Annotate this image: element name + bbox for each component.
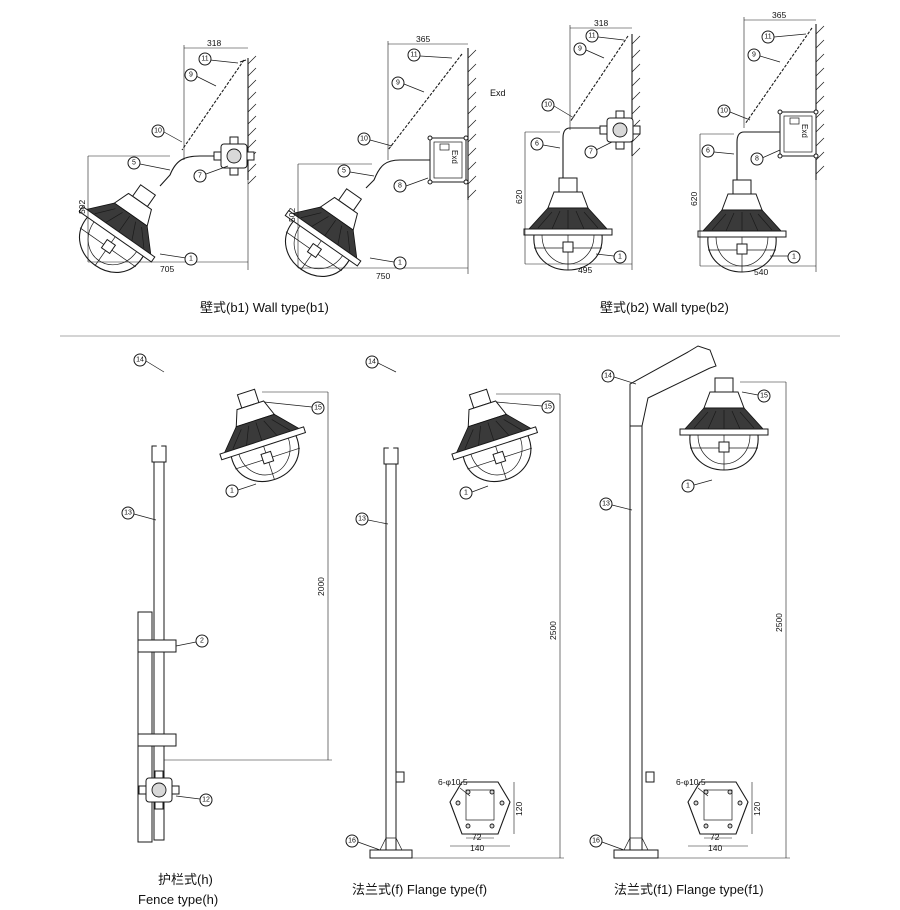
dim-b2b-top: 365 [772,10,786,20]
callout-8: 8 [755,156,759,163]
callout-13: 13 [358,516,366,523]
lamp-icon [203,377,317,494]
flange-plate-icon [449,781,511,835]
callout-9: 9 [396,80,400,87]
callout-14: 14 [136,357,144,364]
dim-b1b-top: 365 [416,34,430,44]
dim-b2-width: 495 [578,265,592,275]
wall-type-b2-left: 318 620 495 11 9 10 6 7 1 [514,18,641,275]
dim-f1-flange-w1: 72 [710,832,720,842]
callout-6: 6 [706,148,710,155]
caption-f: 法兰式(f) Flange type(f) [352,882,487,897]
lamp-icon [523,177,613,271]
caption-f1: 法兰式(f1) Flange type(f1) [614,882,764,897]
callout-11: 11 [588,33,595,40]
callout-9: 9 [752,52,756,59]
fence-type-h: 2000 14 15 1 13 2 12 [121,350,332,843]
callout-12: 12 [202,797,210,804]
callout-7: 7 [589,149,593,156]
callout-6: 6 [535,141,539,148]
dim-f-height: 2500 [548,621,558,640]
dim-f1-holes: 6-φ10.5 [676,777,706,787]
callout-14: 14 [368,359,376,366]
dim-f-holes: 6-φ10.5 [438,777,468,787]
dim-b1b-width: 750 [376,271,390,281]
dim-f1-height: 2500 [774,613,784,632]
lamp-icon [264,168,391,296]
callout-13: 13 [602,501,610,508]
dim-h-height: 2000 [316,577,326,596]
callout-15: 15 [760,393,768,400]
junction-box-icon [599,110,641,150]
callout-11: 11 [410,52,417,59]
dim-f1-flange-h: 120 [752,802,762,816]
lamp-icon [679,377,769,471]
control-box-icon [427,135,469,185]
callout-10: 10 [720,108,728,115]
callout-11: 11 [201,56,208,63]
dim-f-flange-w1: 72 [472,832,482,842]
dim-f-flange-w2: 140 [470,843,484,853]
callout-1: 1 [792,254,796,261]
callout-16: 16 [348,838,356,845]
callout-13: 13 [124,510,132,517]
dim-f-flange-h: 120 [514,802,524,816]
control-box-icon [777,109,819,159]
callout-1: 1 [189,256,193,263]
wall-type-b2-right: 365 Exd 620 540 11 9 10 6 8 1 [689,10,825,277]
callout-5: 5 [342,168,346,175]
callout-1: 1 [398,260,402,267]
dim-b2b-height: 620 [689,192,699,206]
caption-b2: 壁式(b2) Wall type(b2) [600,300,729,315]
callout-9: 9 [189,72,193,79]
callout-10: 10 [154,128,162,135]
caption-h-cn: 护栏式(h) [158,872,213,887]
callout-15: 15 [544,404,552,411]
exd-box-label: Exd [800,124,809,138]
callout-14: 14 [604,373,612,380]
callout-1: 1 [618,254,622,261]
dim-b1-width: 705 [160,264,174,274]
wall-type-b1-left: 318 502 705 11 9 10 5 7 1 [58,38,257,292]
caption-h-en: Fence type(h) [138,892,218,907]
caption-b1: 壁式(b1) Wall type(b1) [200,300,329,315]
lamp-icon [697,179,787,273]
dim-b1-top: 318 [207,38,221,48]
callout-9: 9 [578,46,582,53]
callout-7: 7 [198,173,202,180]
callout-1: 1 [686,483,690,490]
exd-label: Exd [490,88,506,98]
callout-2: 2 [200,638,204,645]
callout-8: 8 [398,183,402,190]
dim-b1b-height: 502 [287,208,297,222]
callout-10: 10 [360,136,368,143]
exd-box-label: Exd [450,150,459,164]
flange-plate-icon [687,781,749,835]
callout-15: 15 [314,405,322,412]
dim-b1-height: 502 [77,200,87,214]
callout-11: 11 [764,34,771,41]
callout-1: 1 [230,488,234,495]
callout-10: 10 [544,102,552,109]
dim-b2-top: 318 [594,18,608,28]
callout-16: 16 [592,838,600,845]
lamp-icon [435,377,549,494]
dim-f1-flange-w2: 140 [708,843,722,853]
callout-1: 1 [464,490,468,497]
dim-b2-height: 620 [514,190,524,204]
flange-type-f1: 2500 6-φ10.5 120 72 140 14 15 1 13 16 [589,345,790,859]
dim-b2b-width: 540 [754,267,768,277]
flange-type-f: 2500 6-φ10.5 120 72 140 14 15 1 13 16 [345,352,564,859]
wall-type-b1-right: 365 Exd Exd 502 750 11 9 10 5 8 1 [264,34,506,296]
callout-5: 5 [132,160,136,167]
